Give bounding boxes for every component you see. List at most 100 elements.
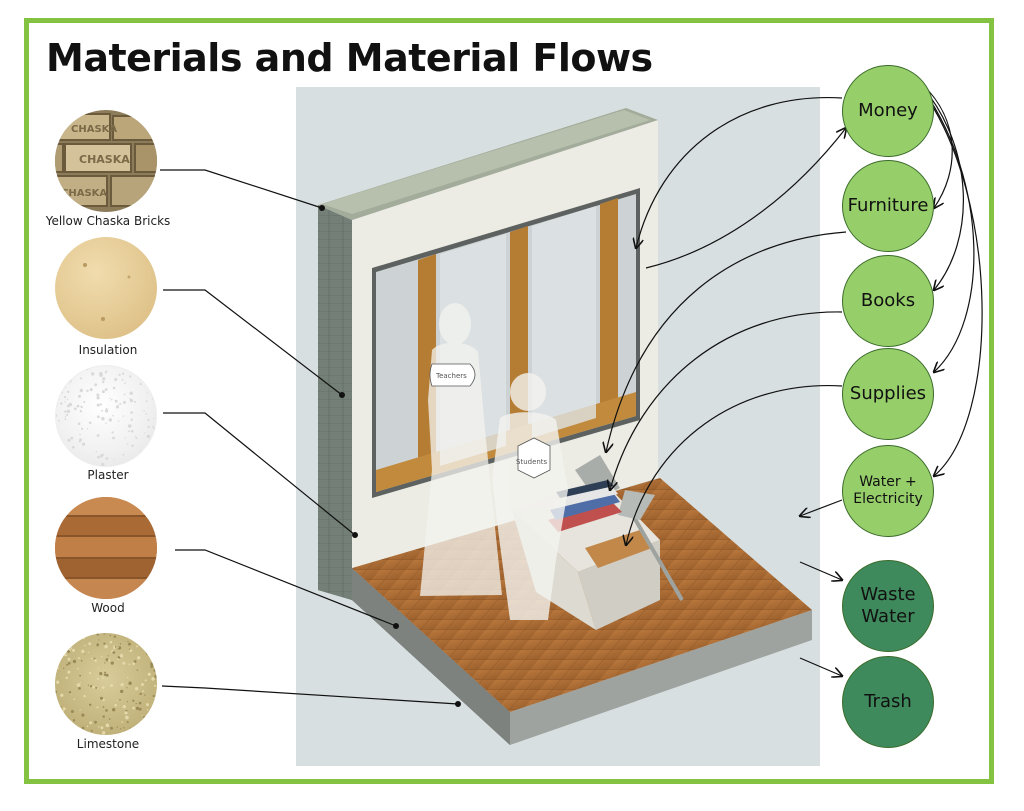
arrow-room-to-trash <box>799 657 842 676</box>
limestone-grain <box>117 646 122 650</box>
plaster-speck <box>128 430 130 433</box>
limestone-grain <box>147 672 151 676</box>
swatch-limestone <box>55 633 157 735</box>
arrow-furniture-to-desk <box>606 231 847 452</box>
plaster-speck <box>99 371 103 376</box>
leader-wood <box>175 549 397 627</box>
plaster-speck <box>117 404 119 406</box>
limestone-grain <box>90 729 93 732</box>
limestone-grain <box>62 707 66 711</box>
limestone-grain <box>65 676 68 680</box>
plaster-speck <box>129 391 133 395</box>
limestone-grain <box>103 633 105 635</box>
arrow-room-to-wastewater <box>799 561 842 580</box>
plaster-speck <box>128 424 132 428</box>
limestone-grain <box>90 657 93 660</box>
plaster-speck <box>96 434 100 437</box>
plaster-speck <box>135 437 138 440</box>
limestone-grain <box>103 642 106 645</box>
limestone-grain <box>102 706 105 708</box>
limestone-grain <box>70 693 72 695</box>
plaster-speck <box>130 418 133 421</box>
limestone-grain <box>121 683 124 686</box>
plaster-speck <box>99 454 103 458</box>
limestone-grain <box>84 653 86 655</box>
limestone-grain <box>100 726 104 730</box>
limestone-grain <box>122 705 127 709</box>
limestone-grain <box>144 679 147 682</box>
limestone-grain <box>102 698 105 702</box>
plaster-speck <box>104 388 108 391</box>
limestone-grain <box>136 669 138 671</box>
plaster-speck <box>101 409 103 412</box>
plaster-speck <box>101 417 105 421</box>
limestone-grain <box>137 656 141 660</box>
limestone-grain <box>125 715 127 717</box>
limestone-grain <box>103 673 106 676</box>
plaster-speck <box>64 418 67 420</box>
limestone-grain <box>77 667 79 670</box>
plaster-speck <box>72 445 75 449</box>
plaster-speck <box>118 420 120 422</box>
limestone-grain <box>95 686 98 689</box>
material-label-limestone: Limestone <box>76 737 140 751</box>
limestone-grain <box>96 644 99 647</box>
limestone-grain <box>78 687 81 690</box>
leader-limestone <box>161 685 459 705</box>
limestone-grain <box>110 684 113 688</box>
flow-node-books: Books <box>842 255 934 347</box>
limestone-grain <box>68 649 70 651</box>
plaster-speck <box>89 388 93 392</box>
plaster-speck <box>133 400 136 403</box>
plaster-speck <box>97 455 100 459</box>
flow-node-waste-water: Waste Water <box>842 560 934 652</box>
limestone-grain <box>96 633 99 636</box>
material-label-insulation: Insulation <box>78 343 138 357</box>
flow-node-supplies: Supplies <box>842 348 934 440</box>
limestone-grain <box>101 655 103 658</box>
plaster-speck <box>121 372 125 375</box>
plaster-speck <box>118 373 121 376</box>
arrow-money-to-books <box>921 85 964 290</box>
limestone-grain <box>116 699 118 701</box>
side-wall <box>318 205 352 600</box>
plaster-speck <box>57 398 60 400</box>
limestone-grain <box>152 694 155 698</box>
limestone-grain <box>105 723 110 728</box>
limestone-grain <box>70 710 74 713</box>
plaster-speck <box>146 434 150 439</box>
limestone-grain <box>102 731 106 735</box>
plaster-speck <box>97 415 100 419</box>
limestone-grain <box>96 678 99 680</box>
plaster-speck <box>67 438 71 442</box>
material-label-wood: Wood <box>91 601 125 615</box>
limestone-grain <box>132 706 136 710</box>
plaster-speck <box>116 405 119 409</box>
plaster-speck <box>119 402 122 405</box>
limestone-grain <box>120 728 122 730</box>
plaster-speck <box>60 391 63 394</box>
plaster-speck <box>129 398 134 403</box>
limestone-grain <box>105 709 108 712</box>
plaster-speck <box>80 405 83 409</box>
plaster-speck <box>78 395 81 398</box>
limestone-grain <box>93 657 96 660</box>
plaster-speck <box>129 398 131 400</box>
limestone-grain <box>66 654 68 657</box>
limestone-grain <box>128 642 131 646</box>
plaster-speck <box>102 453 104 455</box>
plaster-speck <box>66 398 69 401</box>
limestone-grain <box>67 657 71 661</box>
limestone-grain <box>112 708 116 712</box>
limestone-grain <box>68 662 71 665</box>
svg-text:Students: Students <box>516 458 548 466</box>
limestone-grain <box>150 665 154 668</box>
limestone-grain <box>124 711 128 715</box>
flow-node-furniture: Furniture <box>842 160 934 252</box>
arrow-money-to-supplies <box>921 87 975 372</box>
plaster-speck <box>111 398 113 401</box>
teachers-tag: Teachers <box>429 363 476 387</box>
arrow-supplies-to-desk <box>626 385 843 545</box>
limestone-grain <box>63 653 67 657</box>
material-label-plaster: Plaster <box>87 468 129 482</box>
